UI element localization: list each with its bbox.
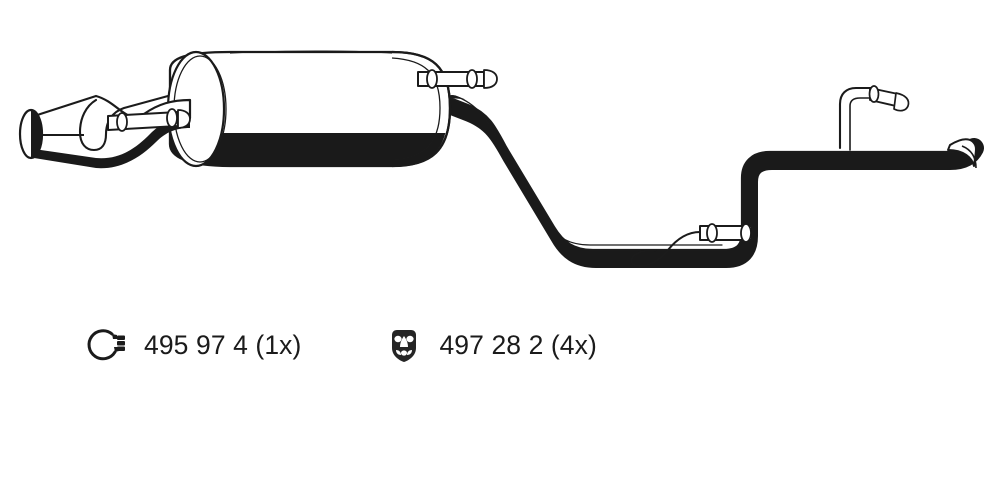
legend-label-clamp: 495 97 4 (1x) <box>144 329 302 360</box>
hanger-bracket-muffler-rear <box>417 69 498 89</box>
inlet-end-rim <box>961 145 977 169</box>
hanger-rear-collar-inner <box>426 69 438 89</box>
hanger-right-tip <box>893 92 910 112</box>
legend-item-clamp[interactable]: 495 97 4 (1x) <box>86 322 301 368</box>
exhaust-clamp-icon <box>87 329 125 361</box>
hanger-left-collar-inner <box>116 112 128 132</box>
hanger-bracket-mid <box>630 223 753 268</box>
hanger-bracket-left <box>78 94 191 152</box>
hanger-right-arm-outer <box>838 86 874 150</box>
muffler-right-endcap-rim <box>391 57 441 161</box>
exhaust-assembly-diagram <box>18 50 984 268</box>
muffler-top-seam <box>229 50 393 54</box>
tailpipe-group <box>18 94 192 169</box>
hanger-right-arm-inner <box>849 97 873 151</box>
muffler-group <box>166 50 452 168</box>
legend-item-rubber-mount[interactable]: 497 28 2 (4x) <box>381 322 597 368</box>
rubber-hanger-mount-icon <box>392 330 417 362</box>
tailpipe-opening-shade <box>31 110 42 158</box>
legend: 495 97 4 (1x) 497 28 2 (4x) <box>0 305 1000 385</box>
legend-label-rubber-mount: 497 28 2 (4x) <box>439 329 597 360</box>
inlet-end-cap <box>947 138 977 167</box>
mid-pipe-highlight <box>454 95 723 246</box>
hanger-right-collar <box>868 85 880 103</box>
hanger-mid-hook <box>630 230 702 268</box>
hanger-bracket-right <box>838 85 910 151</box>
muffler-shadow-band <box>170 133 448 166</box>
tailpipe-shadow <box>34 117 190 169</box>
hanger-rear-collar-outer <box>466 69 478 89</box>
hanger-rear-tip <box>483 69 498 89</box>
hanger-mid-collar-outer <box>740 223 752 243</box>
hanger-left-collar-outer <box>166 108 178 128</box>
muffler-right-endcap <box>391 50 452 168</box>
hanger-left-tip <box>177 109 191 129</box>
hanger-mid-collar-inner <box>706 223 718 243</box>
